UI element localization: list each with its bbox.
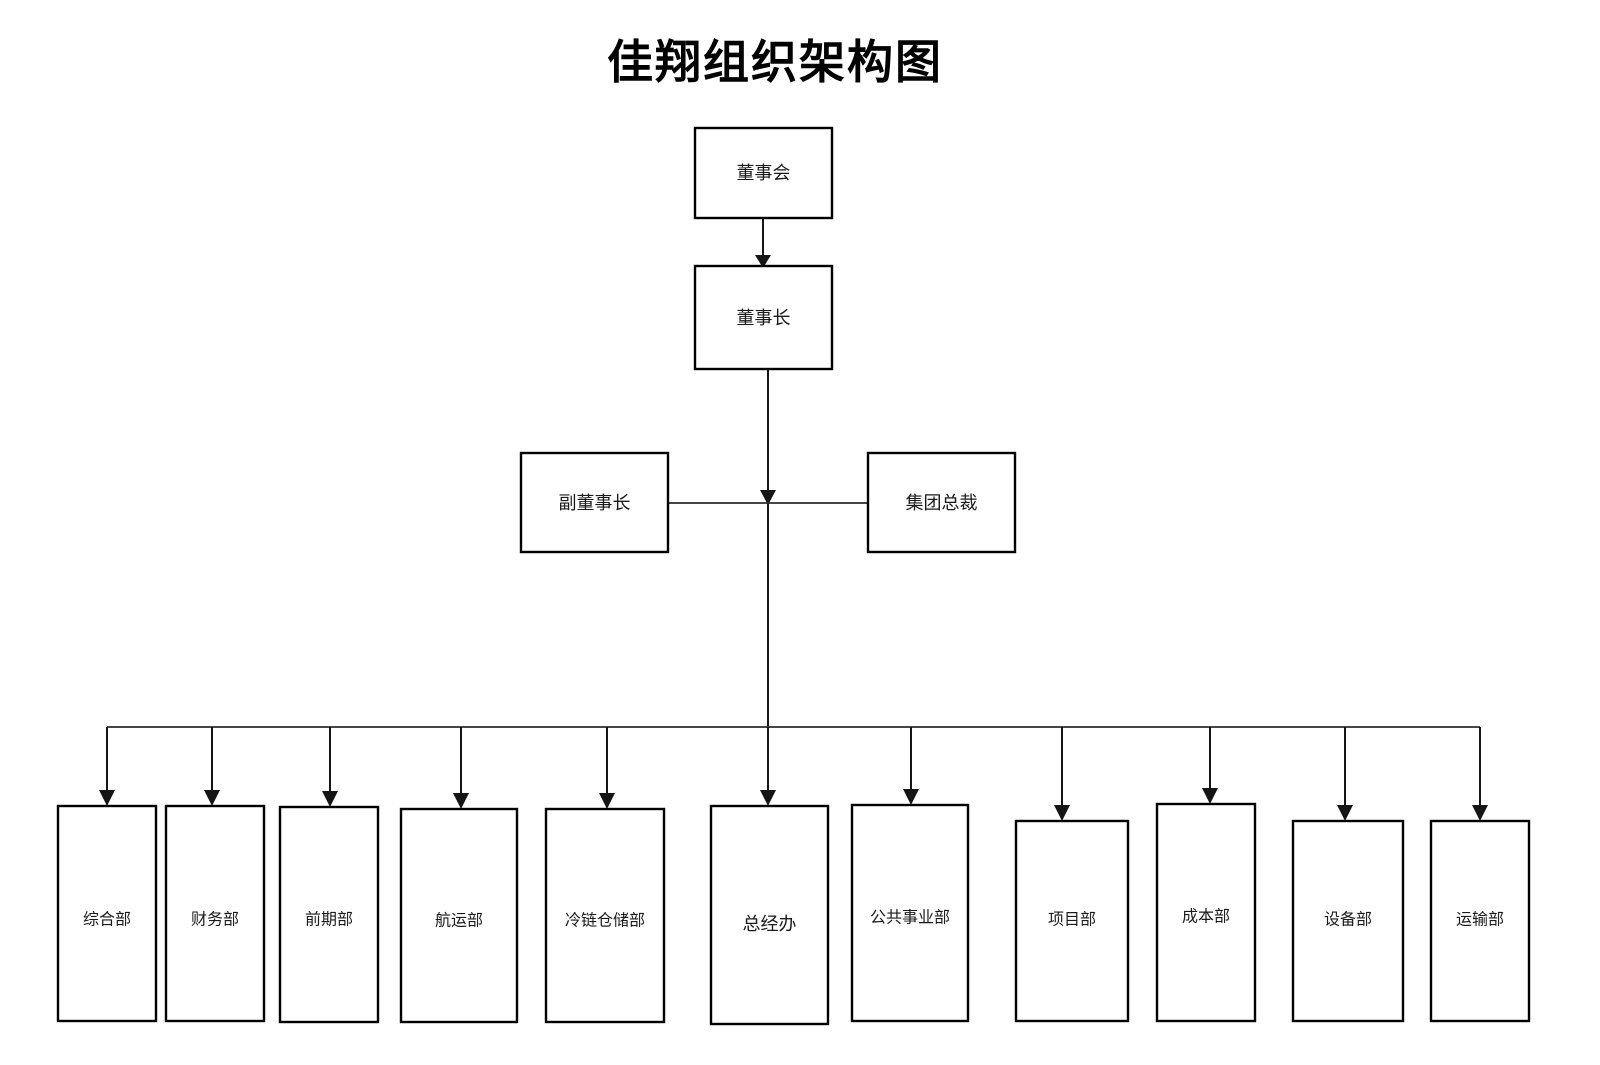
node-dept-project-label: 项目部 xyxy=(1048,910,1096,929)
arrowhead-dept-gm-office xyxy=(760,790,776,806)
arrowhead-dept-cost xyxy=(1202,788,1218,804)
arrowhead-dept-cold-chain xyxy=(599,793,615,809)
arrowhead-dept-transport xyxy=(1472,805,1488,821)
arrowhead-dept-general-affairs xyxy=(99,790,115,806)
node-dept-preliminary[interactable]: 前期部 xyxy=(278,805,380,1024)
node-dept-cold-chain-label: 冷链仓储部 xyxy=(565,911,645,930)
node-dept-general-affairs-box[interactable] xyxy=(56,804,158,1023)
arrowhead-dept-preliminary xyxy=(322,791,338,807)
node-dept-public-utility-box[interactable] xyxy=(850,803,970,1023)
arrowhead-dept-equipment xyxy=(1337,805,1353,821)
department-row: 综合部 财务部 前期部 航运部 冷链仓储部 总经办 xyxy=(56,802,1531,1026)
node-dept-public-utility[interactable]: 公共事业部 xyxy=(850,803,970,1023)
node-group-president[interactable]: 集团总裁 xyxy=(866,451,1017,554)
node-vice-chairman-box[interactable] xyxy=(519,451,670,554)
node-dept-cold-chain[interactable]: 冷链仓储部 xyxy=(544,807,666,1024)
node-dept-cost[interactable]: 成本部 xyxy=(1155,802,1257,1023)
node-board-box[interactable] xyxy=(693,126,834,220)
node-dept-general-affairs-label: 综合部 xyxy=(83,910,131,929)
node-chairman-box[interactable] xyxy=(693,264,834,371)
node-dept-finance-box[interactable] xyxy=(164,804,266,1023)
node-dept-gm-office-box[interactable] xyxy=(709,804,830,1026)
node-dept-finance-label: 财务部 xyxy=(191,910,239,929)
node-dept-shipping-label: 航运部 xyxy=(435,911,483,930)
node-dept-project-box[interactable] xyxy=(1014,819,1130,1023)
node-dept-transport-label: 运输部 xyxy=(1456,910,1504,929)
node-chairman[interactable]: 董事长 xyxy=(693,264,834,371)
arrowhead-dept-finance xyxy=(204,790,220,806)
node-dept-equipment[interactable]: 设备部 xyxy=(1291,819,1405,1023)
arrowhead-trunk-cross xyxy=(760,490,776,505)
node-dept-cost-label: 成本部 xyxy=(1182,907,1230,926)
node-dept-public-utility-label: 公共事业部 xyxy=(870,908,950,927)
arrowhead-board-to-chairman xyxy=(755,255,771,268)
node-dept-equipment-box[interactable] xyxy=(1291,819,1405,1023)
node-dept-gm-office[interactable]: 总经办 xyxy=(709,804,830,1026)
node-group-president-label: 集团总裁 xyxy=(906,493,978,514)
node-vice-chairman[interactable]: 副董事长 xyxy=(519,451,670,554)
node-board[interactable]: 董事会 xyxy=(693,126,834,220)
node-dept-finance[interactable]: 财务部 xyxy=(164,804,266,1023)
node-dept-transport[interactable]: 运输部 xyxy=(1429,819,1531,1023)
node-dept-general-affairs[interactable]: 综合部 xyxy=(56,804,158,1023)
node-group-president-box[interactable] xyxy=(866,451,1017,554)
connector-department-drops xyxy=(99,727,1488,821)
arrowhead-dept-shipping xyxy=(453,793,469,809)
arrowhead-dept-public-utility xyxy=(903,789,919,805)
node-dept-shipping[interactable]: 航运部 xyxy=(399,807,519,1024)
node-board-label: 董事会 xyxy=(737,163,791,184)
node-dept-preliminary-box[interactable] xyxy=(278,805,380,1024)
connector-layer xyxy=(99,218,1488,821)
node-vice-chairman-label: 副董事长 xyxy=(559,493,631,514)
node-dept-transport-box[interactable] xyxy=(1429,819,1531,1023)
node-dept-cold-chain-box[interactable] xyxy=(544,807,666,1024)
node-dept-shipping-box[interactable] xyxy=(399,807,519,1024)
node-dept-gm-office-label: 总经办 xyxy=(743,914,797,935)
node-dept-cost-box[interactable] xyxy=(1155,802,1257,1023)
node-chairman-label: 董事长 xyxy=(737,308,791,329)
node-dept-equipment-label: 设备部 xyxy=(1324,910,1372,929)
node-dept-preliminary-label: 前期部 xyxy=(305,910,353,929)
node-dept-project[interactable]: 项目部 xyxy=(1014,819,1130,1023)
page-title: 佳翔组织架构图 xyxy=(607,35,943,89)
arrowhead-dept-project xyxy=(1054,805,1070,821)
